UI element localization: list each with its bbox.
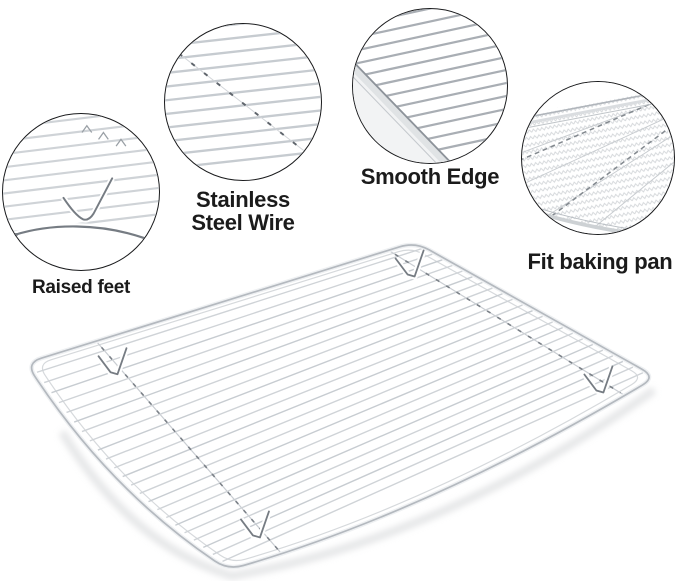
raised-feet-detail-circle [2,113,160,271]
fit-baking-pan-label: Fit baking pan [527,249,673,274]
stainless-steel-wire-label-line2: Steel Wire [191,210,295,235]
smooth-edge-label: Smooth Edge [360,164,500,189]
stainless-steel-wire-label-line1: Stainless [196,187,290,212]
raised-feet-zoom-image [3,114,159,242]
stainless-steel-wire-label: Stainless Steel Wire [162,188,324,234]
smooth-edge-detail-circle [352,8,508,164]
fit-baking-pan-zoom-image [522,82,674,234]
stainless-steel-wire-detail-circle [164,23,322,181]
stainless-steel-wire-zoom-image [165,24,321,170]
raised-feet-label: Raised feet [31,277,131,298]
smooth-edge-zoom-image [353,9,507,163]
fit-baking-pan-detail-circle [521,81,675,235]
